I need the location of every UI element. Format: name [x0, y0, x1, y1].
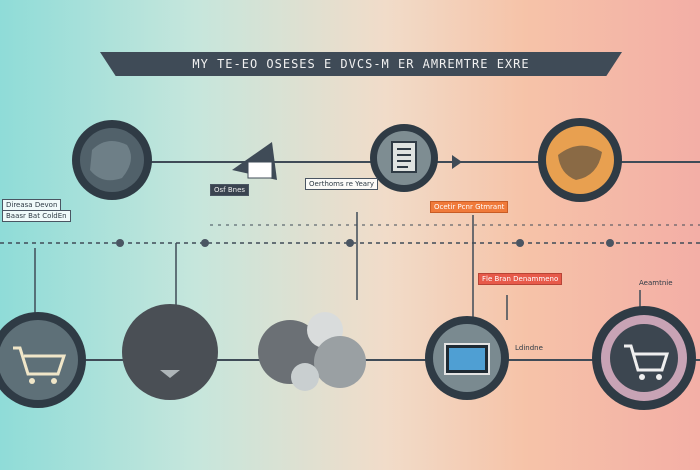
shopping-cart-icon	[592, 306, 696, 410]
right-tag: Ldindne	[515, 344, 543, 352]
red-tag: Fle Bran Denammeno	[478, 273, 563, 285]
globe-icon	[538, 118, 622, 202]
document-sketch	[232, 142, 277, 180]
title-banner: MY TE-EO OSESES E DVCS-M ER AMREMTRE EXR…	[100, 52, 622, 76]
orange-tag: Ocetir Pcnr Gtmrant	[430, 201, 509, 213]
shopping-cart-icon	[0, 312, 86, 408]
blob-shape	[122, 304, 218, 400]
timeline-dots	[116, 239, 614, 247]
mid-tag-2: Oerthoms re Yeary	[305, 178, 379, 190]
left-tag-2: Baasr Bat ColdEn	[2, 210, 71, 222]
mid-tag-1: Osf Bnes	[210, 184, 250, 196]
document-icon	[370, 124, 438, 192]
laptop-icon	[425, 316, 509, 400]
globe-icon	[72, 120, 152, 200]
far-right-tag: Aeamtnie	[639, 279, 673, 287]
arrow-head	[452, 155, 462, 169]
cluster-shape	[258, 312, 366, 391]
